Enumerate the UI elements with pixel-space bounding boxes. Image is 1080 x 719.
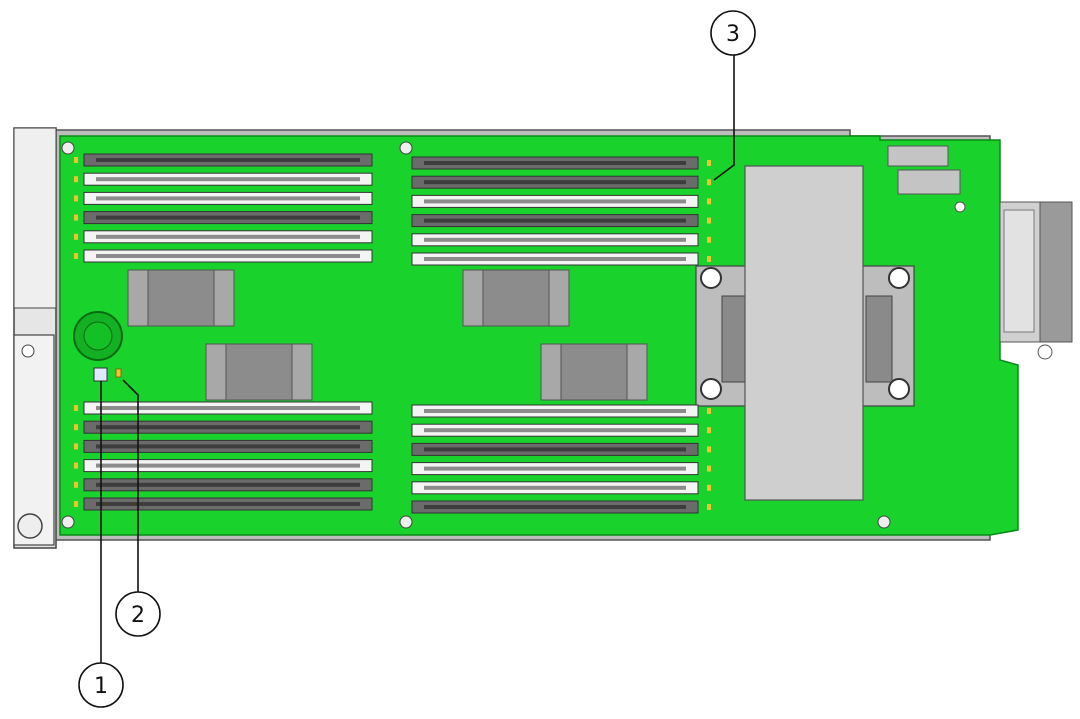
callout-1: 1 bbox=[78, 662, 124, 708]
dimm-slot bbox=[74, 439, 373, 453]
dimm-slot bbox=[411, 423, 711, 437]
dimm-led bbox=[707, 256, 711, 262]
dimm-slot bbox=[411, 500, 711, 514]
dimm-led bbox=[74, 195, 78, 202]
dimm-slot bbox=[411, 404, 711, 418]
dimm-led bbox=[707, 198, 711, 205]
dimm-led bbox=[74, 443, 78, 450]
dimm-led bbox=[74, 233, 78, 240]
dimm-slot bbox=[411, 156, 711, 170]
dimm-led bbox=[74, 157, 78, 163]
dimm-slot bbox=[74, 401, 373, 415]
top-right-latch bbox=[887, 145, 966, 213]
callout-circle bbox=[115, 591, 161, 637]
dimm-slot bbox=[74, 420, 373, 434]
callout-leaders bbox=[100, 55, 735, 664]
dimm-led bbox=[74, 424, 78, 431]
dimm-led bbox=[74, 481, 78, 488]
dimm-slots bbox=[74, 153, 711, 514]
dimm-led bbox=[74, 462, 78, 469]
dimm-led bbox=[74, 176, 78, 183]
dimm-slot bbox=[411, 442, 711, 456]
callout-2: 2 bbox=[115, 591, 161, 637]
dimm-slot bbox=[411, 252, 711, 266]
midplane-connector bbox=[999, 201, 1073, 360]
fault-remind-button[interactable] bbox=[93, 367, 108, 382]
callout-label: 2 bbox=[131, 603, 145, 628]
small-heatsinks bbox=[127, 269, 648, 401]
dimm-led bbox=[707, 408, 711, 414]
cpu-heatsink bbox=[695, 165, 915, 501]
dimm-slot bbox=[411, 214, 711, 228]
battery bbox=[73, 311, 123, 361]
callout-3: 3 bbox=[710, 10, 756, 56]
dimm-led bbox=[707, 465, 711, 472]
dimm-led bbox=[707, 427, 711, 434]
dimm-slot bbox=[74, 191, 373, 205]
dimm-slot bbox=[74, 211, 373, 225]
dimm-led bbox=[74, 405, 78, 411]
dimm-led bbox=[74, 501, 78, 507]
callout-circle bbox=[78, 662, 124, 708]
dimm-led bbox=[707, 446, 711, 453]
callout-label: 1 bbox=[94, 674, 108, 699]
dimm-slot bbox=[411, 175, 711, 189]
dimm-slot bbox=[411, 462, 711, 476]
dimm-slot bbox=[74, 497, 373, 511]
callout-circle bbox=[710, 10, 756, 56]
dimm-slot bbox=[411, 481, 711, 495]
dimm-slot bbox=[74, 153, 373, 167]
dimm-slot bbox=[74, 459, 373, 473]
dimm-slot bbox=[74, 478, 373, 492]
dimm-slot bbox=[74, 230, 373, 244]
dimm-led bbox=[707, 236, 711, 243]
dimm-slot bbox=[411, 194, 711, 208]
dimm-slot bbox=[74, 249, 373, 263]
dimm-led bbox=[707, 217, 711, 224]
dimm-led bbox=[707, 504, 711, 510]
dimm-fault-led bbox=[707, 179, 711, 186]
dimm-led bbox=[707, 484, 711, 491]
dimm-slot bbox=[411, 233, 711, 247]
dimm-led bbox=[707, 160, 711, 166]
fault-remind-power-led bbox=[115, 368, 122, 378]
mounting-screws bbox=[17, 141, 891, 539]
callout-label: 3 bbox=[726, 22, 740, 47]
dimm-slot bbox=[74, 172, 373, 186]
dimm-led bbox=[74, 214, 78, 221]
dimm-led bbox=[74, 253, 78, 259]
